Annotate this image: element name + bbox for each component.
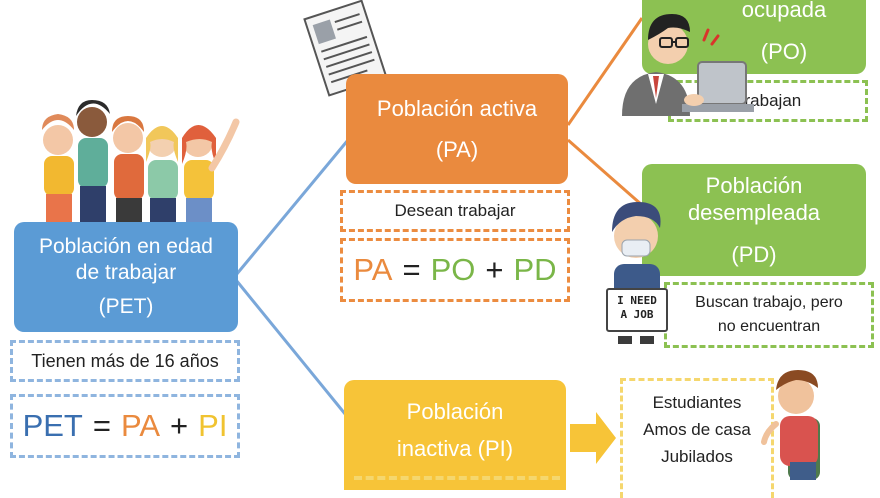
pd-title-line3: (PD): [731, 241, 777, 267]
pi-title-line1: Población: [406, 398, 504, 424]
pa-description-text: Desean trabajar: [394, 201, 516, 220]
pet-equation: PET = PA + PI: [10, 394, 240, 458]
pd-box: Población desempleada (PD): [642, 164, 866, 276]
pi-list-item-2: Amos de casa: [643, 420, 751, 440]
pd-title-line1: Población: [705, 172, 803, 198]
connector-pa-po: [566, 17, 644, 126]
people-group-illustration: [42, 100, 240, 224]
pd-title-line2: desempleada: [687, 200, 821, 226]
arrow-right-icon: [570, 412, 616, 464]
pa-equation: PA = PO + PD: [340, 238, 570, 302]
pet-eq-plus: +: [170, 408, 189, 443]
connector-pet-pi: [234, 279, 352, 421]
pet-title-line3: (PET): [98, 295, 154, 319]
pet-description-text: Tienen más de 16 años: [31, 350, 219, 371]
po-title-line2: (PO): [760, 38, 808, 64]
pet-title-line1: Población en edad: [39, 234, 213, 258]
pa-eq-b: PD: [513, 252, 557, 287]
pa-eq-equals: =: [402, 252, 421, 287]
sign-line1: I NEED: [617, 294, 657, 307]
pi-list-item-1: Estudiantes: [652, 393, 742, 412]
pet-eq-equals: =: [92, 408, 111, 443]
pa-description: Desean trabajar: [340, 190, 570, 232]
sign-line2: A JOB: [620, 308, 654, 322]
pa-eq-plus: +: [485, 252, 504, 287]
pa-eq-lhs: PA: [353, 252, 393, 287]
pa-title-line2: (PA): [435, 137, 479, 162]
pet-box: Población en edad de trabajar (PET): [14, 222, 238, 332]
pet-description: Tienen más de 16 años: [10, 340, 240, 382]
pi-box: Población inactiva (PI): [344, 380, 566, 490]
pet-eq-a: PA: [120, 408, 161, 443]
po-title-line1: ocupada: [741, 0, 827, 22]
student-illustration: [761, 370, 820, 480]
pa-eq-a: PO: [430, 252, 476, 287]
pi-list-box: Estudiantes Amos de casa Jubilados: [620, 378, 774, 498]
pi-list-item-3: Jubilados: [661, 447, 733, 467]
pd-description-line2: no encuentran: [717, 318, 821, 335]
pet-eq-lhs: PET: [22, 408, 83, 443]
pet-title-line2: de trabajar: [75, 260, 177, 284]
i-need-a-job-sign: I NEED A JOB: [606, 288, 668, 332]
pd-description: Buscan trabajo, pero no encuentran: [664, 282, 874, 348]
pa-box: Población activa (PA): [346, 74, 568, 184]
pi-description-dashed-top: [354, 476, 560, 480]
pet-eq-b: PI: [198, 408, 228, 443]
pa-title-line1: Población activa: [376, 95, 538, 121]
office-worker-illustration: [622, 14, 754, 116]
connector-pa-pd: [567, 138, 643, 207]
pi-title-line2: inactiva (PI): [396, 436, 514, 461]
connector-pet-pa: [234, 139, 350, 276]
connector-lines: [234, 17, 644, 464]
pd-description-line1: Buscan trabajo, pero: [695, 294, 843, 311]
